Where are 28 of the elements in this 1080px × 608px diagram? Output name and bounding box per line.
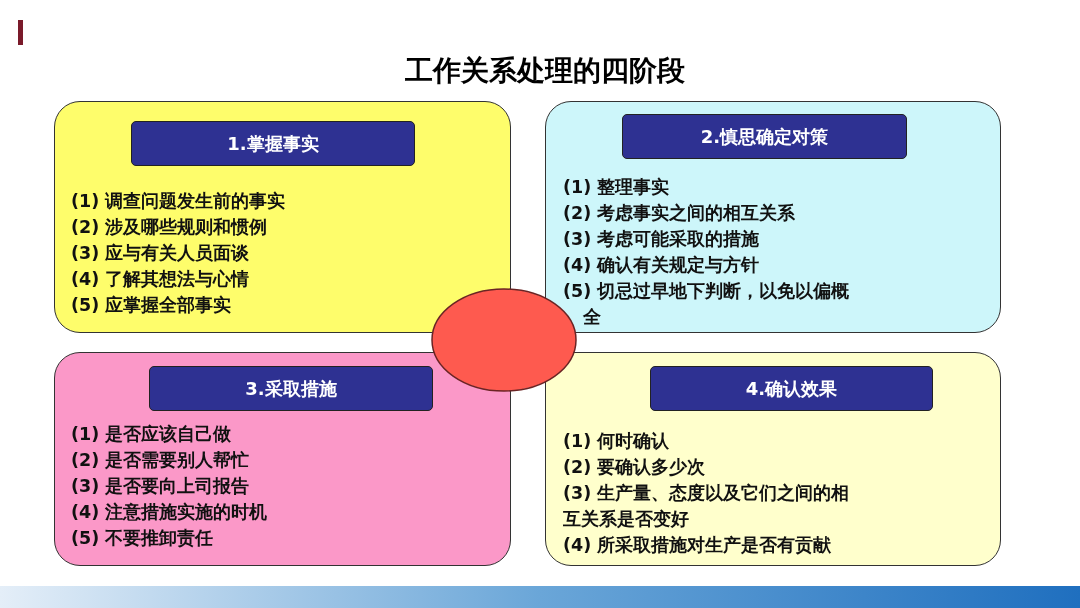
list-item: (4) 注意措施实施的时机 — [71, 501, 269, 524]
list-item: (3) 是否要向上司报告 — [71, 475, 251, 498]
list-item: (4) 所采取措施对生产是否有贡献 — [563, 534, 833, 557]
stage-panel — [545, 352, 1001, 566]
list-item: (5) 应掌握全部事实 — [71, 294, 233, 317]
stage-heading: 1.掌握事实 — [131, 121, 415, 166]
list-item: (2) 要确认多少次 — [563, 456, 707, 479]
list-item: (4) 确认有关规定与方针 — [563, 254, 761, 277]
title: 工作关系处理的四阶段 — [404, 53, 686, 89]
stage-panel — [545, 101, 1001, 333]
list-item: (5) 切忌过早地下判断，以免以偏概全 — [563, 280, 851, 329]
list-item: (3) 生产量、态度以及它们之间的相互关系是否变好 — [563, 482, 851, 531]
stage-heading: 4.确认效果 — [650, 366, 933, 411]
list-item: (5) 不要推卸责任 — [71, 527, 215, 550]
list-item: (2) 考虑事实之间的相互关系 — [563, 202, 797, 225]
stage-heading: 2.慎思确定对策 — [622, 114, 907, 159]
list-item: (4) 了解其想法与心情 — [71, 268, 251, 291]
list-item: (2) 涉及哪些规则和惯例 — [71, 216, 269, 239]
stage-panel — [54, 101, 511, 333]
list-item: (3) 考虑可能采取的措施 — [563, 228, 761, 251]
stage-heading: 3.采取措施 — [149, 366, 433, 411]
list-item: (1) 何时确认 — [563, 430, 671, 453]
list-item: (3) 应与有关人员面谈 — [71, 242, 251, 265]
list-item: (2) 是否需要别人帮忙 — [71, 449, 251, 472]
stage-panel — [54, 352, 511, 566]
list-item: (1) 整理事实 — [563, 176, 671, 199]
list-item: (1) 调查问题发生前的事实 — [71, 190, 287, 213]
list-item: (1) 是否应该自己做 — [71, 423, 233, 446]
